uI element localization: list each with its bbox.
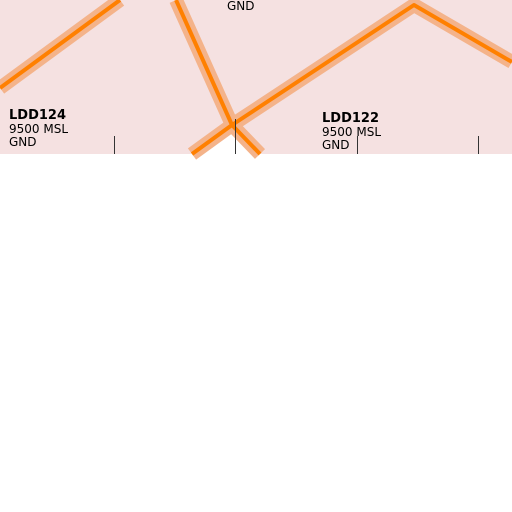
airspace-label-ldd122[interactable]: LDD122 9500 MSL GND xyxy=(322,111,381,152)
airspace-lower-limit: GND xyxy=(227,0,255,13)
airspace-name: LDD122 xyxy=(322,111,380,126)
airspace-lower-limit: GND xyxy=(9,135,37,149)
airspace-label-ldd124[interactable]: LDD124 9500 MSL GND xyxy=(9,108,68,149)
altitude-ticks xyxy=(114,119,479,154)
airspace-border-line xyxy=(0,0,512,156)
airspace-upper-limit: 9500 MSL xyxy=(9,122,69,136)
airspace-area xyxy=(0,0,512,154)
airspace-lower-limit: GND xyxy=(322,138,350,152)
airspace-name: LDD124 xyxy=(9,108,67,123)
airspace-label-top[interactable]: GND xyxy=(227,0,255,13)
airspace-upper-limit: 9500 MSL xyxy=(322,125,382,139)
